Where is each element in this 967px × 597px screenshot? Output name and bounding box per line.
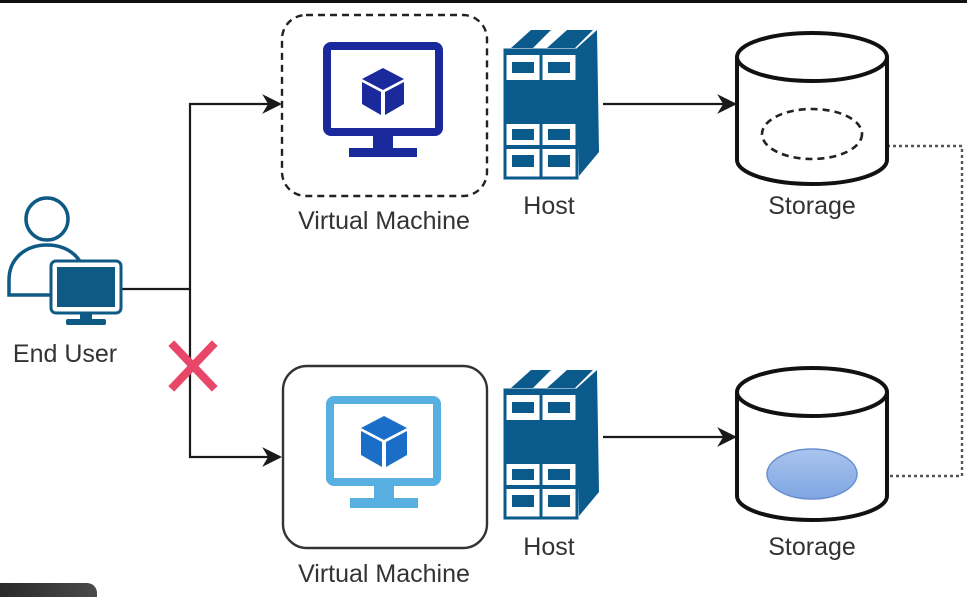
fail-cross-icon (168, 340, 218, 392)
disk-dashed-ellipse (760, 107, 864, 161)
host-top-node[interactable]: Host (503, 30, 599, 220)
storage-bottom-label: Storage (768, 533, 856, 561)
end-user-label: End User (13, 340, 117, 368)
virtual-machine-icon (326, 396, 441, 508)
end-user-node[interactable]: End User (7, 196, 123, 368)
corner-tab (0, 583, 97, 597)
server-rack-icon (503, 370, 599, 520)
database-cylinder-icon (735, 31, 889, 186)
vm-bottom-node[interactable]: Virtual Machine (281, 364, 489, 588)
top-border (0, 0, 967, 3)
host-top-label: Host (523, 192, 574, 220)
vm-top-label: Virtual Machine (298, 207, 470, 235)
host-bottom-label: Host (523, 533, 574, 561)
virtual-machine-icon (323, 42, 443, 157)
disk-filled-ellipse (766, 448, 858, 500)
edge-user-to-vm-bottom (188, 289, 282, 467)
vm-bottom-label: Virtual Machine (298, 560, 470, 588)
storage-bottom-node[interactable]: Storage (735, 366, 889, 561)
host-bottom-node[interactable]: Host (503, 370, 599, 561)
storage-top-label: Storage (768, 192, 856, 220)
edge-user-to-vm-top (120, 94, 282, 291)
storage-top-node[interactable]: Storage (735, 31, 889, 220)
database-cylinder-icon (735, 366, 889, 522)
server-rack-icon (503, 30, 599, 180)
vm-top-node[interactable]: Virtual Machine (280, 13, 489, 235)
user-with-monitor-icon (7, 196, 123, 325)
